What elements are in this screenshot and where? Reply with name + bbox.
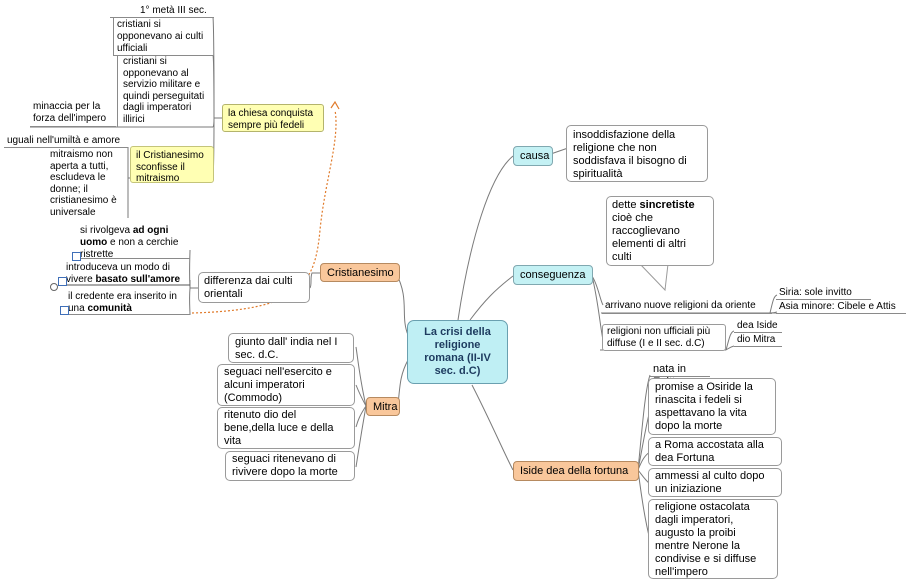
feature-3-bold: comunità [87, 303, 132, 314]
checkbox-icon[interactable] [72, 252, 81, 261]
callout-text-pre: dette [612, 199, 640, 211]
node-dea-iside[interactable]: dea Iside [734, 319, 782, 333]
node-meta-iii-sec[interactable]: 1° metà III sec. [110, 4, 214, 18]
callout-sincretiste[interactable]: dette sincretiste cioè che raccoglievano… [606, 196, 714, 266]
iside-item-1[interactable]: nata in Egitto [650, 362, 710, 388]
iside-item-5[interactable]: religione ostacolata dagli imperatori, a… [648, 499, 778, 579]
central-topic[interactable]: La crisi della religione romana (II-IV s… [407, 320, 508, 384]
node-chiesa[interactable]: la chiesa conquista sempre più fedeli [222, 104, 324, 132]
checkbox-icon[interactable] [58, 277, 67, 286]
feature-ad-ogni-uomo[interactable]: si rivolgeva ad ogni uomo e non a cerchi… [80, 225, 190, 260]
callout-text-post: cioè che raccoglievano elementi di altri… [612, 212, 686, 263]
node-sconfisse[interactable]: il Cristianesimo sconfisse il mitraismo [130, 146, 214, 184]
mitra-item-1[interactable]: giunto dall' india nel I sec. d.C. [228, 333, 354, 363]
node-opponevano-culti[interactable]: cristiani si opponevano ai culti ufficia… [113, 18, 214, 56]
feature-amore[interactable]: introduceva un modo di vivere basato sul… [66, 262, 190, 285]
node-siria[interactable]: Siria: sole invitto [776, 286, 871, 300]
mitra-item-2[interactable]: seguaci nell'esercito e alcuni imperator… [217, 364, 355, 406]
topic-causa[interactable]: causa [513, 146, 553, 166]
node-religioni-non-ufficiali[interactable]: religioni non ufficiali più diffuse (I e… [602, 324, 726, 351]
node-minaccia[interactable]: minaccia per la forza dell'impero [30, 100, 116, 127]
collapse-dot-icon[interactable] [50, 283, 58, 291]
node-differenza[interactable]: differenza dai culti orientali [198, 272, 310, 303]
mitra-item-3[interactable]: ritenuto dio del bene,della luce e della… [217, 407, 355, 449]
node-asia[interactable]: Asia minore: Cibele e Attis [776, 300, 906, 314]
mitra-item-4[interactable]: seguaci ritenevano di rivivere dopo la m… [225, 451, 355, 481]
topic-cristianesimo[interactable]: Cristianesimo [320, 263, 400, 282]
causa-text[interactable]: insoddisfazione della religione che non … [566, 125, 708, 182]
feature-2-bold: basato sull'amore [95, 274, 181, 285]
feature-1-bold: ad ogni uomo [80, 225, 169, 248]
feature-2-pre: introduceva un modo di vivere [66, 262, 170, 285]
node-dio-mitra[interactable]: dio Mitra [734, 333, 782, 347]
feature-1-post: e non a cerchie ristrette [80, 237, 179, 260]
iside-item-2[interactable]: promise a Osiride la rinascita i fedeli … [648, 378, 776, 435]
node-uguali[interactable]: uguali nell'umiltà e amore [4, 134, 128, 148]
feature-1-pre: si rivolgeva [80, 225, 133, 236]
node-opponevano-militare[interactable]: cristiani si opponevano al servizio mili… [117, 55, 214, 127]
iside-item-4[interactable]: ammessi al culto dopo un iniziazione [648, 468, 782, 497]
topic-conseguenza[interactable]: conseguenza [513, 265, 593, 285]
callout-text-bold: sincretiste [639, 199, 695, 211]
feature-comunita[interactable]: il credente era inserito in una comunità [68, 291, 190, 315]
iside-item-3[interactable]: a Roma accostata alla dea Fortuna [648, 437, 782, 466]
feature-3-pre: il credente era inserito in una [68, 291, 177, 314]
checkbox-icon[interactable] [60, 306, 69, 315]
node-arrivano[interactable]: arrivano nuove religioni da oriente [602, 299, 772, 314]
topic-iside[interactable]: Iside dea della fortuna [513, 461, 639, 481]
node-mitraismo[interactable]: mitraismo non aperta a tutti, escludeva … [50, 149, 117, 218]
topic-mitra[interactable]: Mitra [366, 397, 400, 416]
